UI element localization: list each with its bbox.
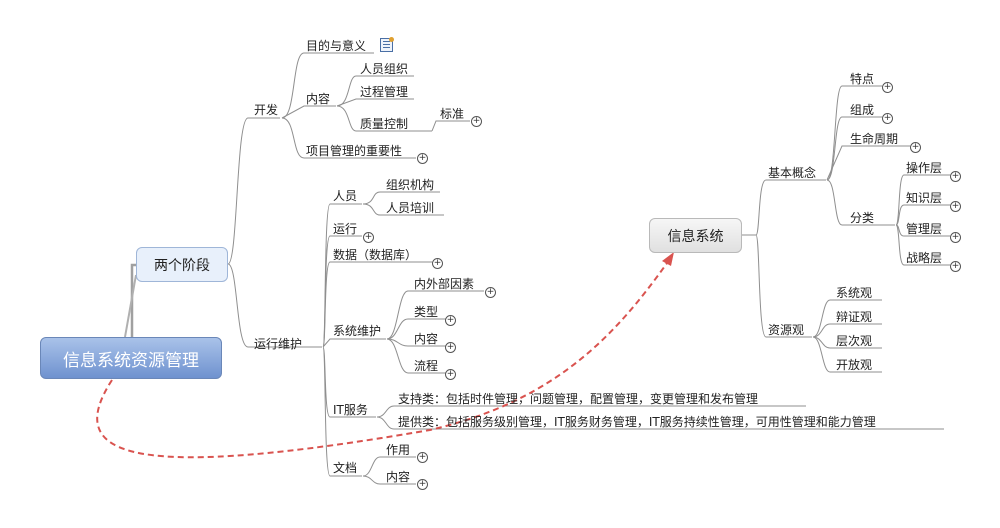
- topic-purpose[interactable]: 目的与意义: [306, 39, 367, 53]
- root-topic[interactable]: 信息系统资源管理: [40, 337, 222, 379]
- topic-resource-view[interactable]: 资源观: [768, 323, 805, 337]
- topic-ops[interactable]: 运行维护: [254, 337, 303, 351]
- topic-basic-concept[interactable]: 基本概念: [768, 166, 817, 180]
- topic-hierarchy-view[interactable]: 层次观: [836, 334, 873, 348]
- expand-icon[interactable]: +: [950, 232, 961, 243]
- expand-icon[interactable]: +: [485, 287, 496, 298]
- topic-staff-training[interactable]: 人员培训: [386, 201, 435, 215]
- topic-dialectic-view[interactable]: 辩证观: [836, 310, 873, 324]
- topic-support-class[interactable]: 支持类：包括时件管理，问题管理，配置管理，变更管理和发布管理: [398, 392, 759, 406]
- topic-dev-content[interactable]: 内容: [306, 92, 331, 106]
- topic-info-system[interactable]: 信息系统: [649, 218, 742, 253]
- topic-process-mgmt[interactable]: 过程管理: [360, 85, 409, 99]
- topic-maintenance[interactable]: 系统维护: [333, 324, 382, 338]
- topic-org-structure[interactable]: 组织机构: [386, 178, 435, 192]
- topic-flow[interactable]: 流程: [414, 359, 439, 373]
- expand-icon[interactable]: +: [882, 113, 893, 124]
- note-icon[interactable]: [380, 37, 394, 52]
- expand-icon[interactable]: +: [417, 153, 428, 164]
- root-topic-label: 信息系统资源管理: [63, 350, 199, 371]
- expand-icon[interactable]: +: [950, 261, 961, 272]
- expand-icon[interactable]: +: [910, 142, 921, 153]
- topic-standard[interactable]: 标准: [440, 107, 465, 121]
- topic-two-stages[interactable]: 两个阶段: [136, 247, 228, 282]
- expand-icon[interactable]: +: [445, 369, 456, 380]
- expand-icon[interactable]: +: [417, 452, 428, 463]
- expand-icon[interactable]: +: [950, 171, 961, 182]
- topic-data[interactable]: 数据（数据库）: [333, 248, 418, 262]
- topic-staff-org[interactable]: 人员组织: [360, 62, 409, 76]
- topic-strategic-layer[interactable]: 战略层: [906, 251, 943, 265]
- expand-icon[interactable]: +: [445, 342, 456, 353]
- topic-dev[interactable]: 开发: [254, 103, 279, 117]
- topic-provide-class[interactable]: 提供类：包括服务级别管理，IT服务财务管理，IT服务持续性管理，可用性管理和能力…: [398, 415, 876, 429]
- expand-icon[interactable]: +: [417, 479, 428, 490]
- topic-types[interactable]: 类型: [414, 305, 439, 319]
- topic-features[interactable]: 特点: [850, 72, 875, 86]
- topic-maint-content[interactable]: 内容: [414, 332, 439, 346]
- topic-it-service[interactable]: IT服务: [333, 403, 368, 417]
- topic-factors[interactable]: 内外部因素: [414, 277, 475, 291]
- topic-lifecycle[interactable]: 生命周期: [850, 132, 899, 146]
- topic-importance[interactable]: 项目管理的重要性: [306, 144, 403, 158]
- topic-docs[interactable]: 文档: [333, 461, 358, 475]
- topic-role[interactable]: 作用: [386, 443, 411, 457]
- expand-icon[interactable]: +: [363, 232, 374, 243]
- topic-run[interactable]: 运行: [333, 222, 358, 236]
- topic-management-layer[interactable]: 管理层: [906, 222, 943, 236]
- topic-quality-control[interactable]: 质量控制: [360, 117, 409, 131]
- expand-icon[interactable]: +: [432, 258, 443, 269]
- expand-icon[interactable]: +: [471, 116, 482, 127]
- topic-operational-layer[interactable]: 操作层: [906, 161, 943, 175]
- topic-system-view[interactable]: 系统观: [836, 286, 873, 300]
- topic-info-system-label: 信息系统: [667, 228, 724, 245]
- topic-people[interactable]: 人员: [333, 189, 358, 203]
- topic-composition[interactable]: 组成: [850, 103, 875, 117]
- topic-knowledge-layer[interactable]: 知识层: [906, 191, 943, 205]
- topic-open-view[interactable]: 开放观: [836, 358, 873, 372]
- expand-icon[interactable]: +: [950, 201, 961, 212]
- topic-classification[interactable]: 分类: [850, 211, 875, 225]
- topic-two-stages-label: 两个阶段: [154, 257, 210, 274]
- expand-icon[interactable]: +: [882, 82, 893, 93]
- topic-docs-content[interactable]: 内容: [386, 470, 411, 484]
- expand-icon[interactable]: +: [445, 315, 456, 326]
